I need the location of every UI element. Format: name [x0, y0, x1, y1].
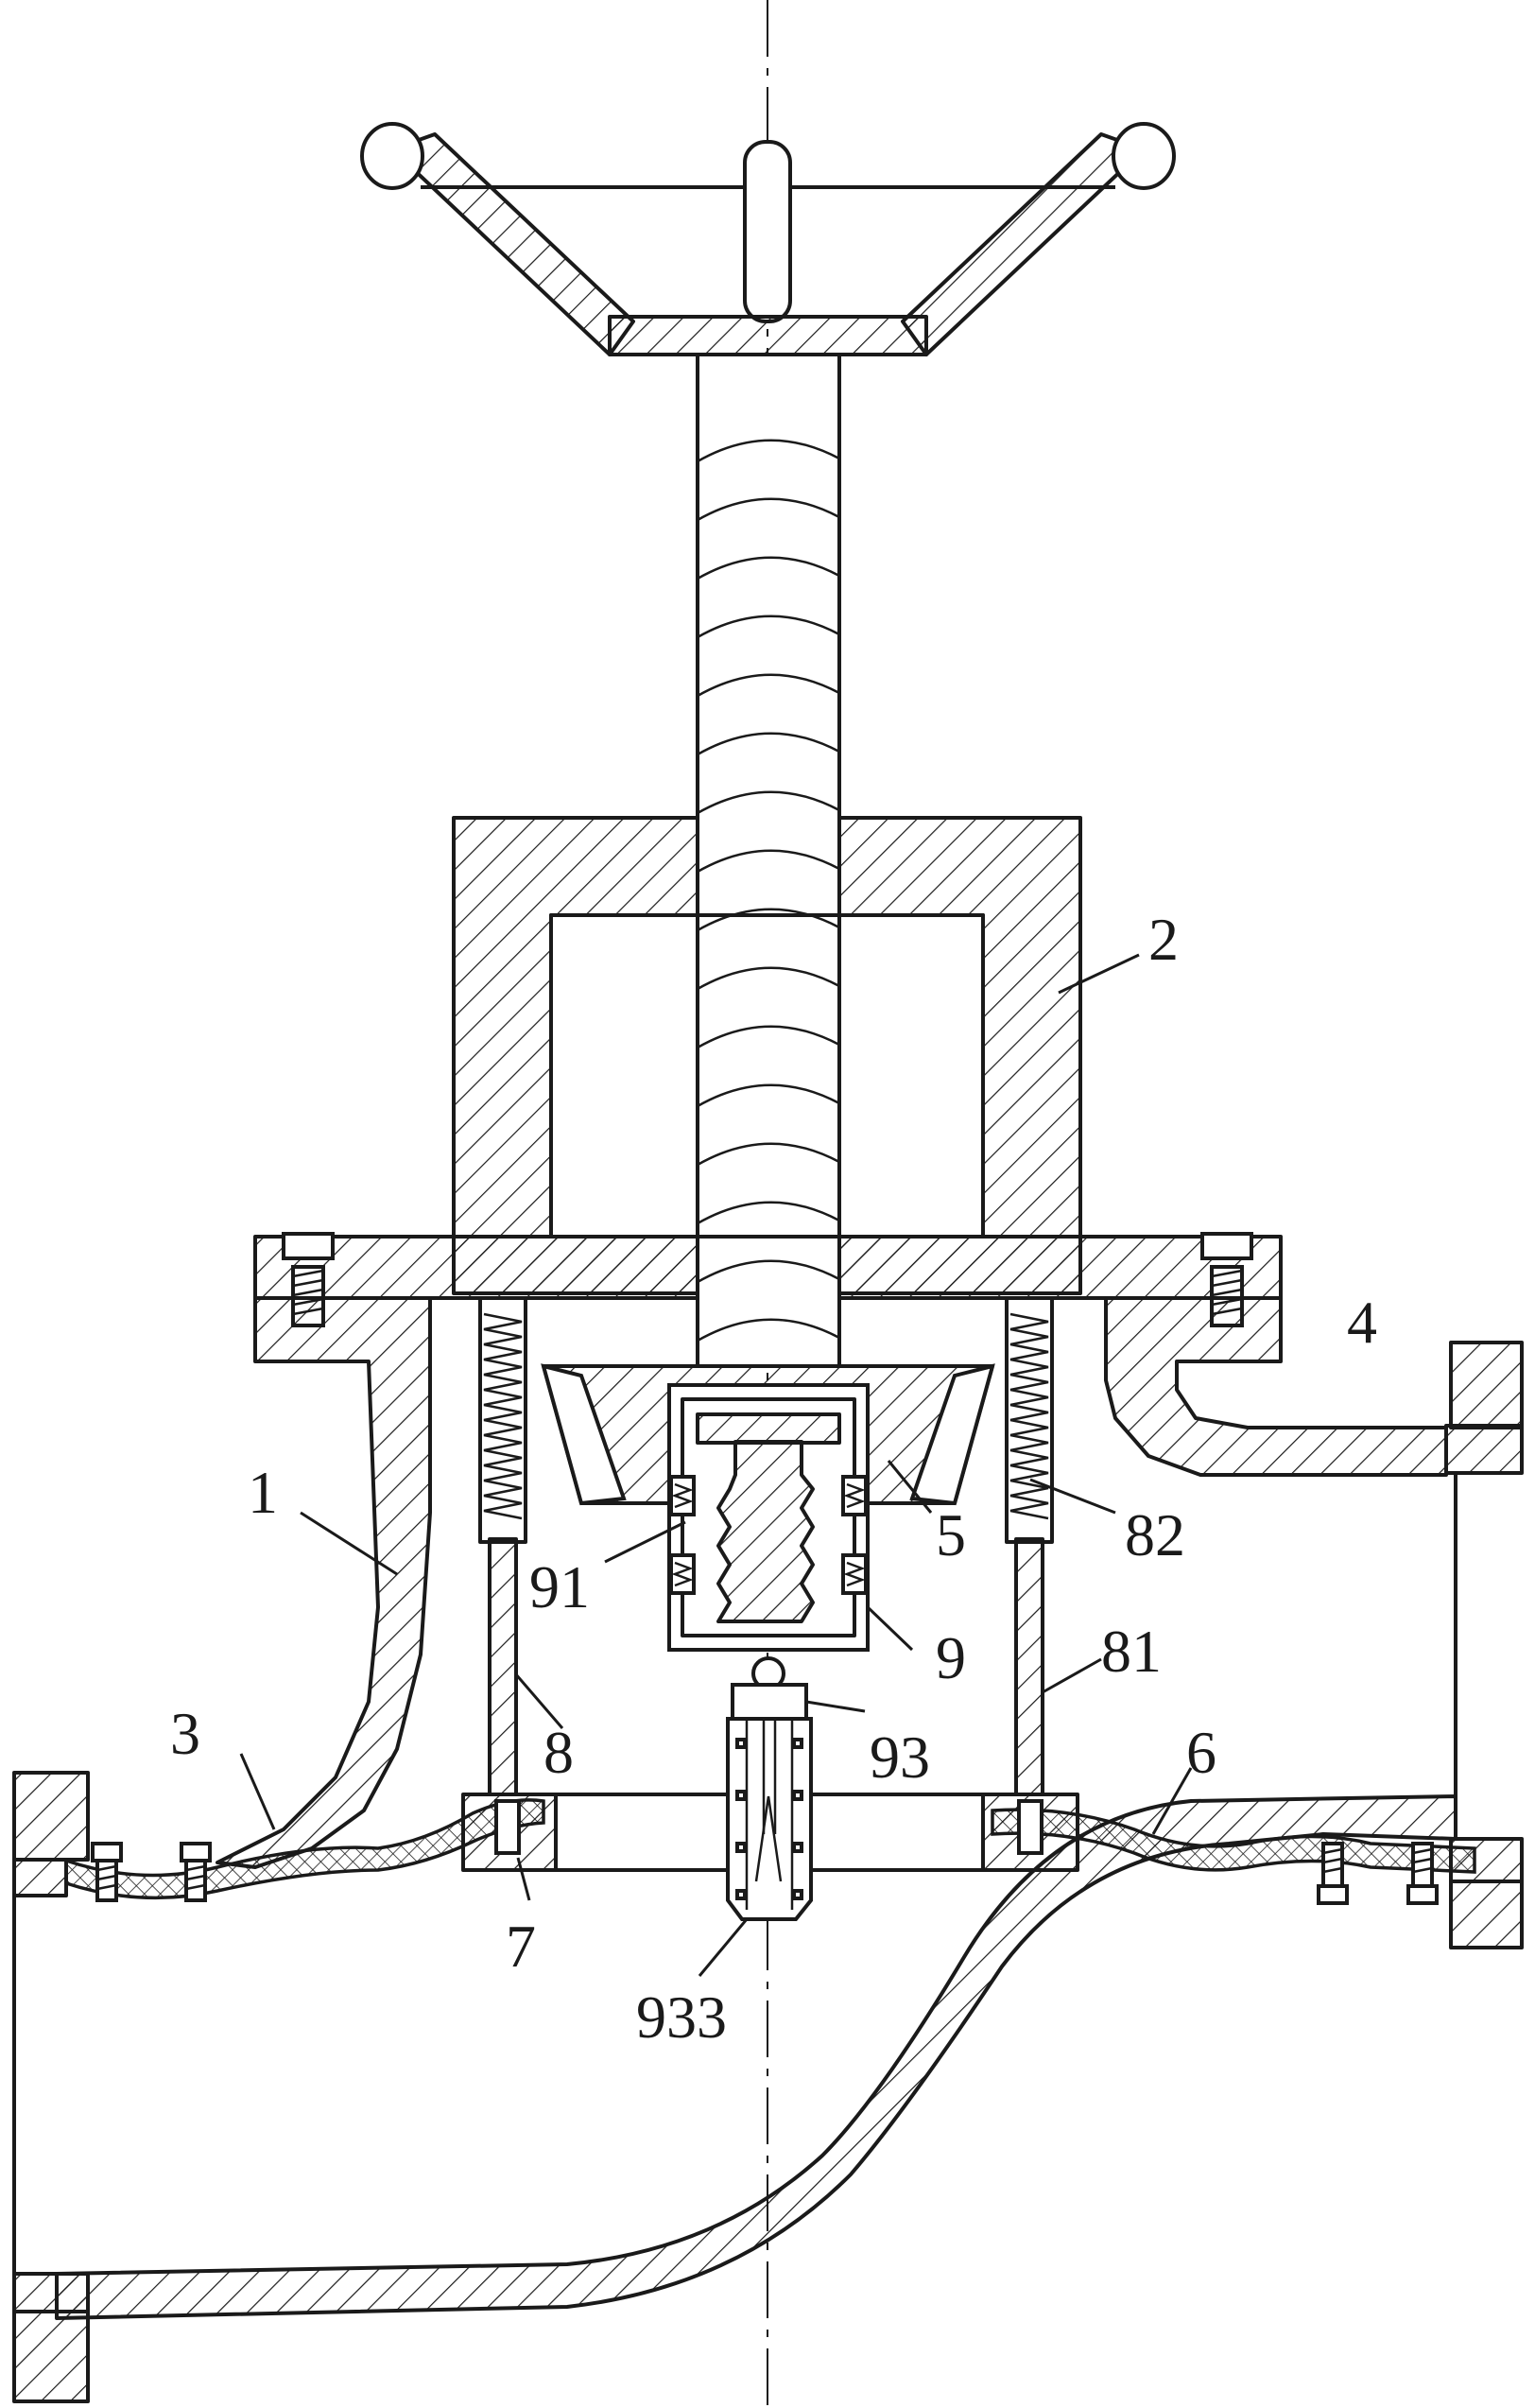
valve-body	[12, 1296, 1524, 2403]
label-3: 3	[170, 1700, 200, 1767]
screw-stem	[696, 353, 841, 1368]
label-1: 1	[248, 1459, 278, 1526]
label-7: 7	[506, 1913, 536, 1980]
label-933: 933	[636, 1984, 727, 2051]
label-5: 5	[936, 1501, 966, 1568]
label-93: 93	[870, 1724, 930, 1791]
label-82: 82	[1125, 1501, 1185, 1568]
label-81: 81	[1101, 1618, 1162, 1685]
label-8: 8	[543, 1719, 574, 1786]
label-4: 4	[1347, 1289, 1377, 1356]
clamp-assembly	[726, 1656, 813, 1921]
part-labels: 2 1 3 4 91 5 82 8 81 9 93 6 7 933	[170, 906, 1377, 2051]
label-9: 9	[936, 1624, 966, 1691]
leader-lines	[239, 953, 1193, 1977]
label-2: 2	[1148, 906, 1179, 973]
label-91: 91	[529, 1553, 590, 1620]
bonnet-flange	[253, 1232, 1283, 1327]
handwheel	[360, 122, 1176, 356]
label-6: 6	[1186, 1719, 1216, 1786]
inner-rod	[669, 1440, 868, 1623]
